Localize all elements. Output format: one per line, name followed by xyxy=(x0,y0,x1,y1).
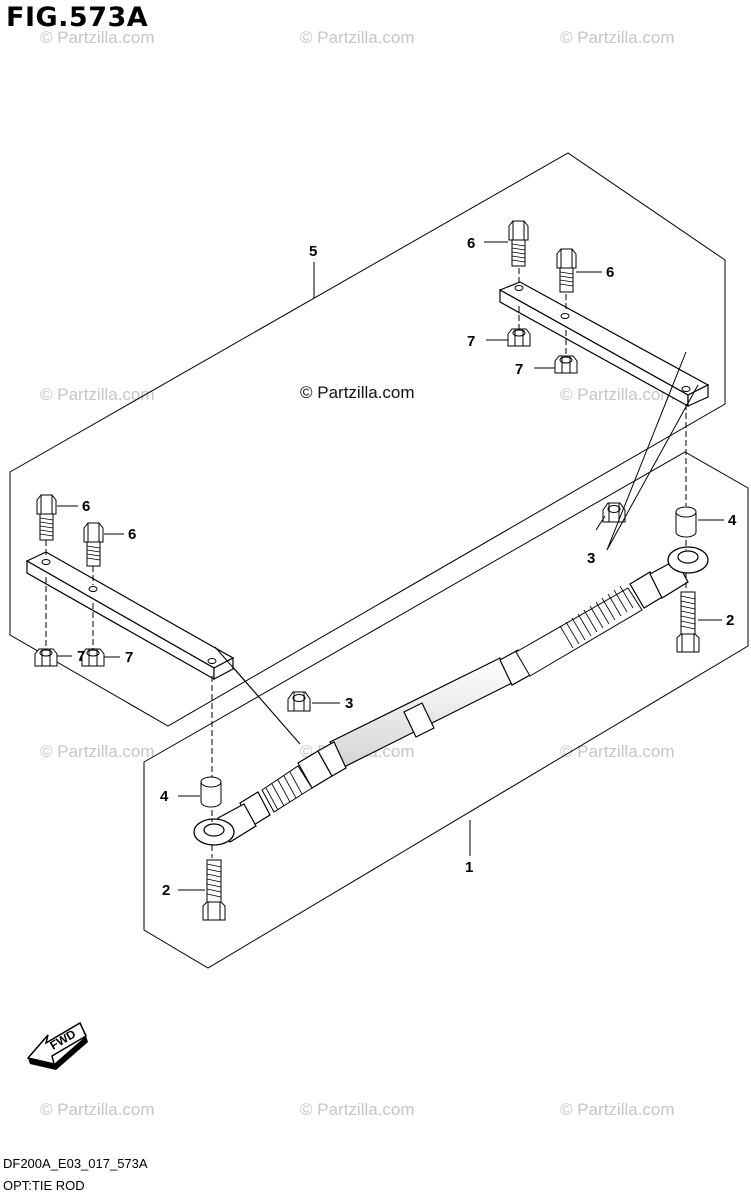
watermark: © Partzilla.com xyxy=(560,1100,675,1119)
callout-1: 1 xyxy=(465,859,473,876)
bolt-2-left xyxy=(202,859,226,921)
bolt-6-lower-a xyxy=(36,494,57,541)
callout-7: 7 xyxy=(125,649,133,666)
diagram-code: DF200A_E03_017_573A xyxy=(3,1156,148,1171)
callout-2: 2 xyxy=(162,882,170,899)
nut-7-lower-b xyxy=(81,648,105,667)
nut-3-right xyxy=(602,502,626,523)
callout-7: 7 xyxy=(515,361,523,378)
watermark: © Partzilla.com xyxy=(40,385,155,404)
callout-6: 6 xyxy=(467,235,475,252)
tie-rod xyxy=(193,546,709,846)
bolt-6-upper-a xyxy=(508,220,529,267)
nut-7-upper-b xyxy=(554,355,578,374)
callout-3: 3 xyxy=(587,550,595,567)
nut-7-lower-a xyxy=(34,648,58,667)
nut-7-upper-a xyxy=(507,328,531,347)
callout-3: 3 xyxy=(345,695,353,712)
tie-plate-lower xyxy=(25,551,235,681)
watermark: © Partzilla.com xyxy=(560,742,675,761)
watermark: © Partzilla.com xyxy=(40,742,155,761)
callout-6: 6 xyxy=(606,264,614,281)
callout-7: 7 xyxy=(77,648,85,665)
bolt-2-right xyxy=(676,591,700,653)
callout-7: 7 xyxy=(467,333,475,350)
watermark: © Partzilla.com xyxy=(40,1100,155,1119)
bolt-6-lower-b xyxy=(83,522,104,567)
subtitle: OPT:TIE ROD xyxy=(3,1178,85,1193)
callout-5: 5 xyxy=(309,243,317,260)
assembly-5-outline xyxy=(9,152,726,727)
tie-plate-upper xyxy=(498,281,710,408)
bolt-6-upper-b xyxy=(556,248,577,293)
watermark: © Partzilla.com xyxy=(40,28,155,47)
callout-6: 6 xyxy=(128,526,136,543)
spacer-4-right xyxy=(675,506,697,538)
callout-4: 4 xyxy=(728,512,737,529)
watermark: © Partzilla.com xyxy=(300,28,415,47)
callout-6: 6 xyxy=(82,498,90,515)
spacer-4-left xyxy=(200,776,222,808)
watermark: © Partzilla.com xyxy=(560,385,675,404)
center-watermark: © Partzilla.com xyxy=(300,383,415,402)
callout-4: 4 xyxy=(160,788,169,805)
figure-title: FIG.573A xyxy=(6,2,149,33)
callout-2: 2 xyxy=(726,612,734,629)
fwd-arrow-icon: FWD xyxy=(26,1021,88,1070)
assembly-1-outline xyxy=(143,451,749,969)
nut-3-left xyxy=(287,691,311,712)
watermark: © Partzilla.com xyxy=(560,28,675,47)
watermark: © Partzilla.com xyxy=(300,1100,415,1119)
